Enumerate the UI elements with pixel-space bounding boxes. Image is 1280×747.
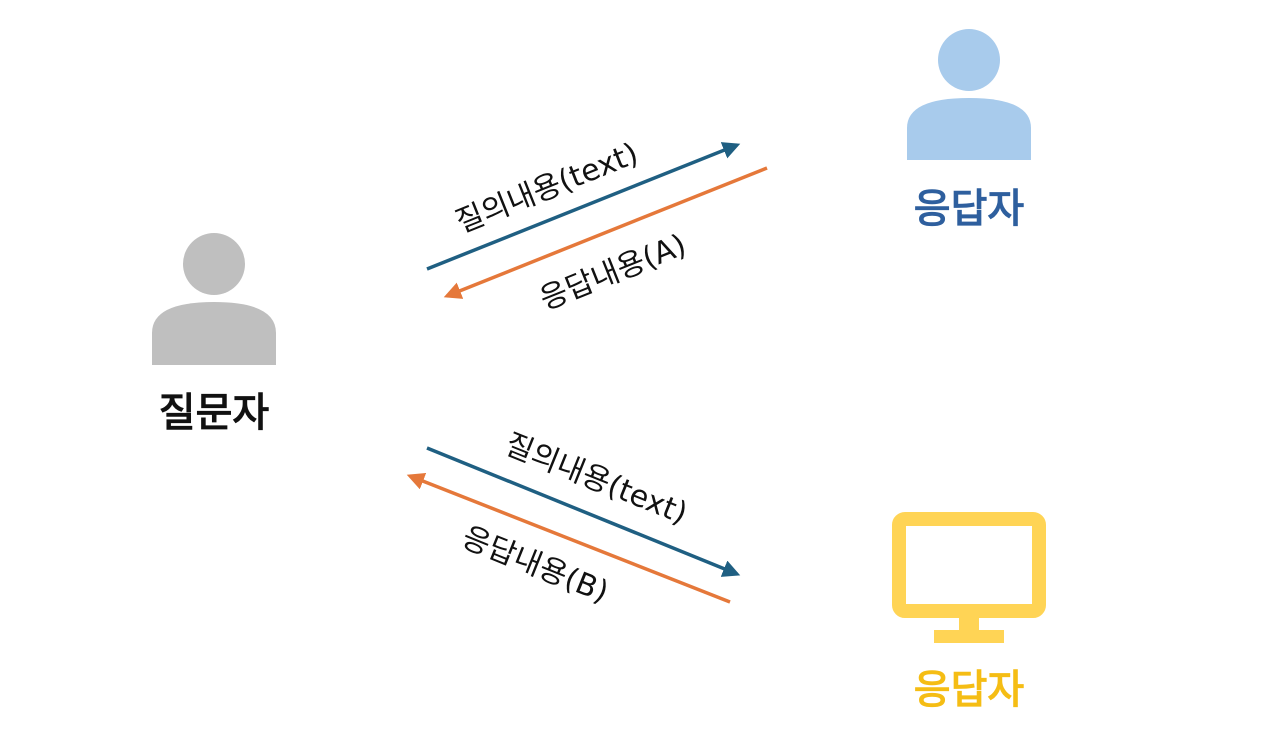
monitor-icon [892,512,1046,643]
questioner: 질문자 [152,233,276,436]
machine-responder-label: 응답자 [914,667,1025,713]
human-responder-head [938,29,1000,91]
human-question-arrow [426,142,741,271]
machine-exchange: 질의내용(text) 응답내용(B) [406,427,741,610]
machine-answer-label: 응답내용(B) [457,520,613,610]
human-exchange: 질의내용(text) 응답내용(A) [426,136,768,318]
monitor-screen [892,512,1046,618]
questioner-person-icon [152,233,276,365]
machine-responder: 응답자 [892,512,1046,713]
human-responder: 응답자 [907,29,1031,232]
human-answer-arrow [443,166,768,299]
questioner-body [152,302,276,365]
questioner-head [183,233,245,295]
human-responder-label: 응답자 [914,186,1025,232]
monitor-stand [934,630,1004,643]
human-responder-person-icon [907,29,1031,160]
questioner-label: 질문자 [159,390,270,436]
machine-answer-arrow [406,472,731,604]
monitor-neck [959,618,979,632]
human-answer-label: 응답내용(A) [535,228,691,318]
human-question-label: 질의내용(text) [451,136,643,240]
machine-question-arrow [426,446,741,577]
human-responder-body [907,98,1031,160]
